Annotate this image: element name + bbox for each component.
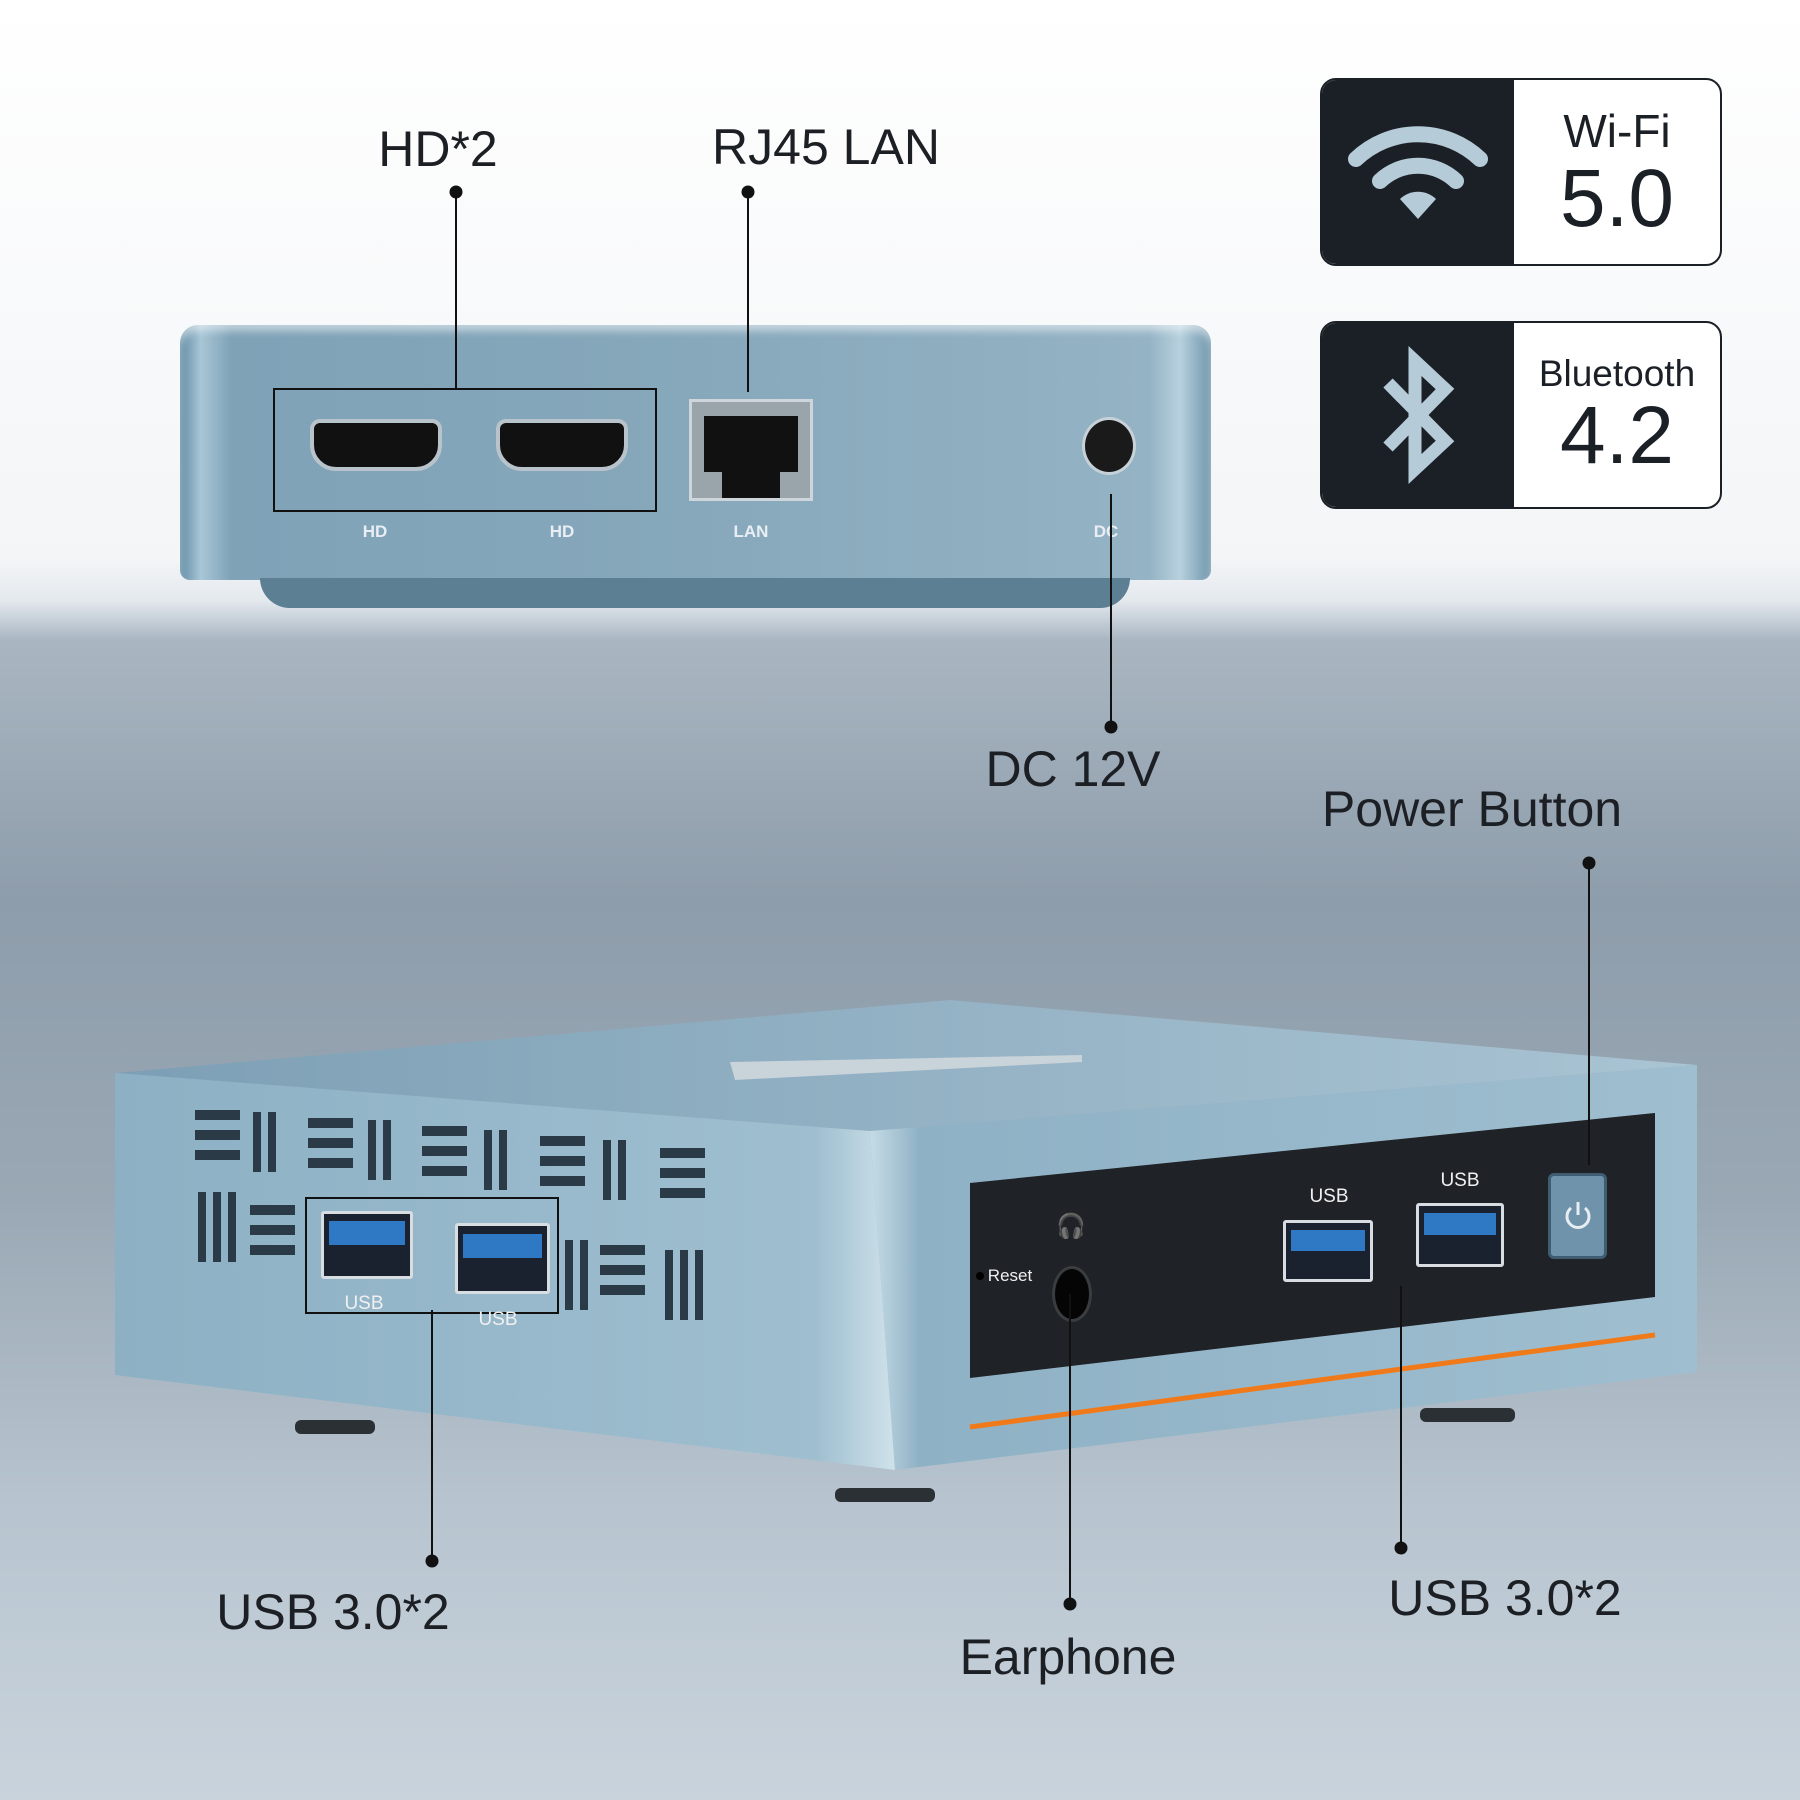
front-usb-label-2: USB (1440, 1170, 1480, 1191)
hd-port-label-2: HD (549, 522, 575, 541)
lan-port (689, 399, 813, 501)
lan-port-label: LAN (733, 522, 769, 541)
dc-callout-line (1110, 494, 1112, 727)
usb-left-callout-dot (425, 1554, 439, 1568)
wifi-icon (1348, 126, 1488, 219)
hd-callout-label: HD*2 (378, 121, 498, 177)
lan-callout-label: RJ45 LAN (712, 119, 940, 175)
front-usb-port-1 (1283, 1220, 1373, 1282)
front-usb-port-2 (1416, 1203, 1504, 1267)
usb-left-callout-label: USB 3.0*2 (216, 1584, 450, 1640)
dc-jack (1082, 417, 1136, 475)
side-usb-label-1: USB (344, 1293, 384, 1314)
usb-right-callout-label: USB 3.0*2 (1388, 1570, 1622, 1626)
bluetooth-icon (1383, 346, 1455, 484)
earphone-callout-label: Earphone (959, 1629, 1177, 1685)
earphone-callout-line (1069, 1294, 1071, 1604)
hdmi-port-1 (310, 419, 442, 471)
side-usb-label-2: USB (478, 1309, 518, 1330)
usb-right-callout-dot (1394, 1541, 1408, 1555)
hd-callout-line (455, 192, 457, 390)
reset-pinhole[interactable] (976, 1272, 984, 1280)
dc-callout-label: DC 12V (985, 741, 1161, 797)
power-button[interactable] (1548, 1173, 1607, 1259)
dc-callout-dot (1104, 720, 1118, 734)
wifi-title: Wi-Fi (1563, 105, 1671, 157)
bluetooth-version: 4.2 (1560, 390, 1674, 481)
bluetooth-title: Bluetooth (1538, 353, 1696, 394)
power-callout-line (1588, 863, 1590, 1165)
earphone-callout-dot (1063, 1597, 1077, 1611)
hdmi-port-2 (496, 419, 628, 471)
earphone-jack (1052, 1266, 1092, 1322)
side-usb-port-2 (455, 1223, 550, 1294)
power-icon (1565, 1202, 1590, 1229)
front-usb-label-1: USB (1309, 1186, 1349, 1207)
hd-port-label-1: HD (362, 522, 388, 541)
usb-right-callout-line (1400, 1286, 1402, 1548)
side-usb-port-1 (321, 1211, 413, 1279)
hd-group-box (273, 388, 657, 512)
wifi-version: 5.0 (1560, 153, 1674, 244)
usb-left-callout-line (431, 1310, 433, 1561)
device-back-base (260, 578, 1130, 608)
lan-callout-line (747, 192, 749, 392)
power-callout-label: Power Button (1321, 781, 1623, 837)
dc-port-label: DC (1093, 522, 1119, 541)
reset-label: Reset (987, 1266, 1033, 1285)
headphone-icon: 🎧 (1056, 1213, 1086, 1240)
